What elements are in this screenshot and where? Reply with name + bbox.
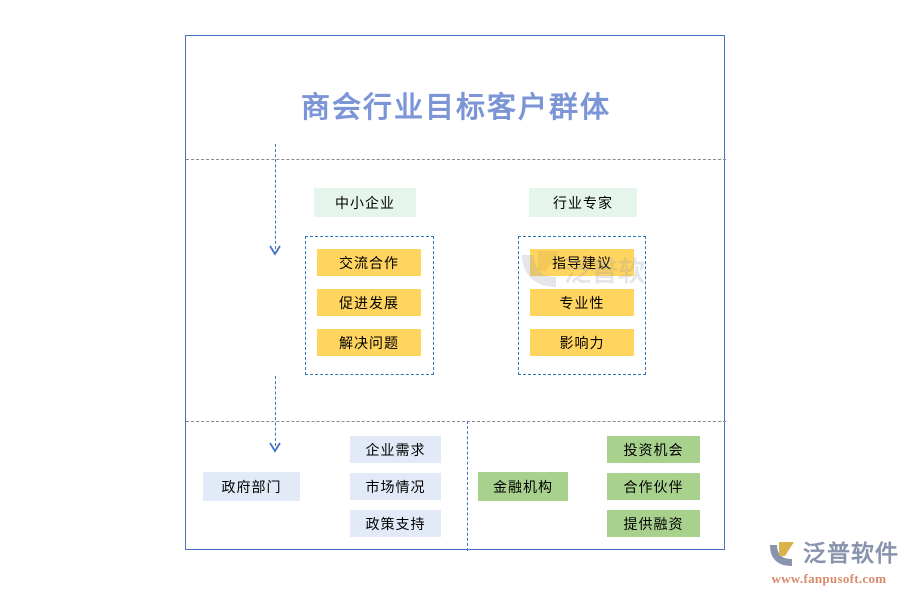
brand-mark-icon [768,538,798,568]
brand-logo: 泛普软件 www.fanpusoft.com [768,538,898,590]
brand-name: 泛普软件 [803,539,899,566]
page-title: 商会行业目标客户群体 [300,92,611,124]
item-expert-0: 指导建议 [530,249,634,276]
group-header-expert: 行业专家 [529,188,637,217]
flow-connector-lower [275,376,276,446]
arrow-down-icon [268,440,282,454]
brand-url: www.fanpusoft.com [771,571,887,586]
item-government-2: 政策支持 [350,510,441,537]
item-government-0: 企业需求 [350,436,441,463]
item-sme-1: 促进发展 [317,289,421,316]
item-government-1: 市场情况 [350,473,441,500]
group-header-government: 政府部门 [203,472,300,501]
diagram-frame: 商会行业目标客户群体 中小企业 行业专家 交流合作 促进发展 解决问题 指导建议… [185,35,726,551]
group-container-sme [305,236,434,375]
item-financial-2: 提供融资 [607,510,700,537]
group-container-expert [518,236,646,375]
arrow-down-icon [268,243,282,257]
bottom-section-separator [467,421,468,551]
group-header-sme: 中小企业 [314,188,416,217]
item-financial-1: 合作伙伴 [607,473,700,500]
item-sme-2: 解决问题 [317,329,421,356]
item-expert-1: 专业性 [530,289,634,316]
item-sme-0: 交流合作 [317,249,421,276]
item-expert-2: 影响力 [530,329,634,356]
section-divider-bottom [186,421,726,422]
item-financial-0: 投资机会 [607,436,700,463]
section-divider-top [186,159,726,160]
flow-connector-upper [275,144,276,249]
group-header-financial: 金融机构 [478,472,568,501]
